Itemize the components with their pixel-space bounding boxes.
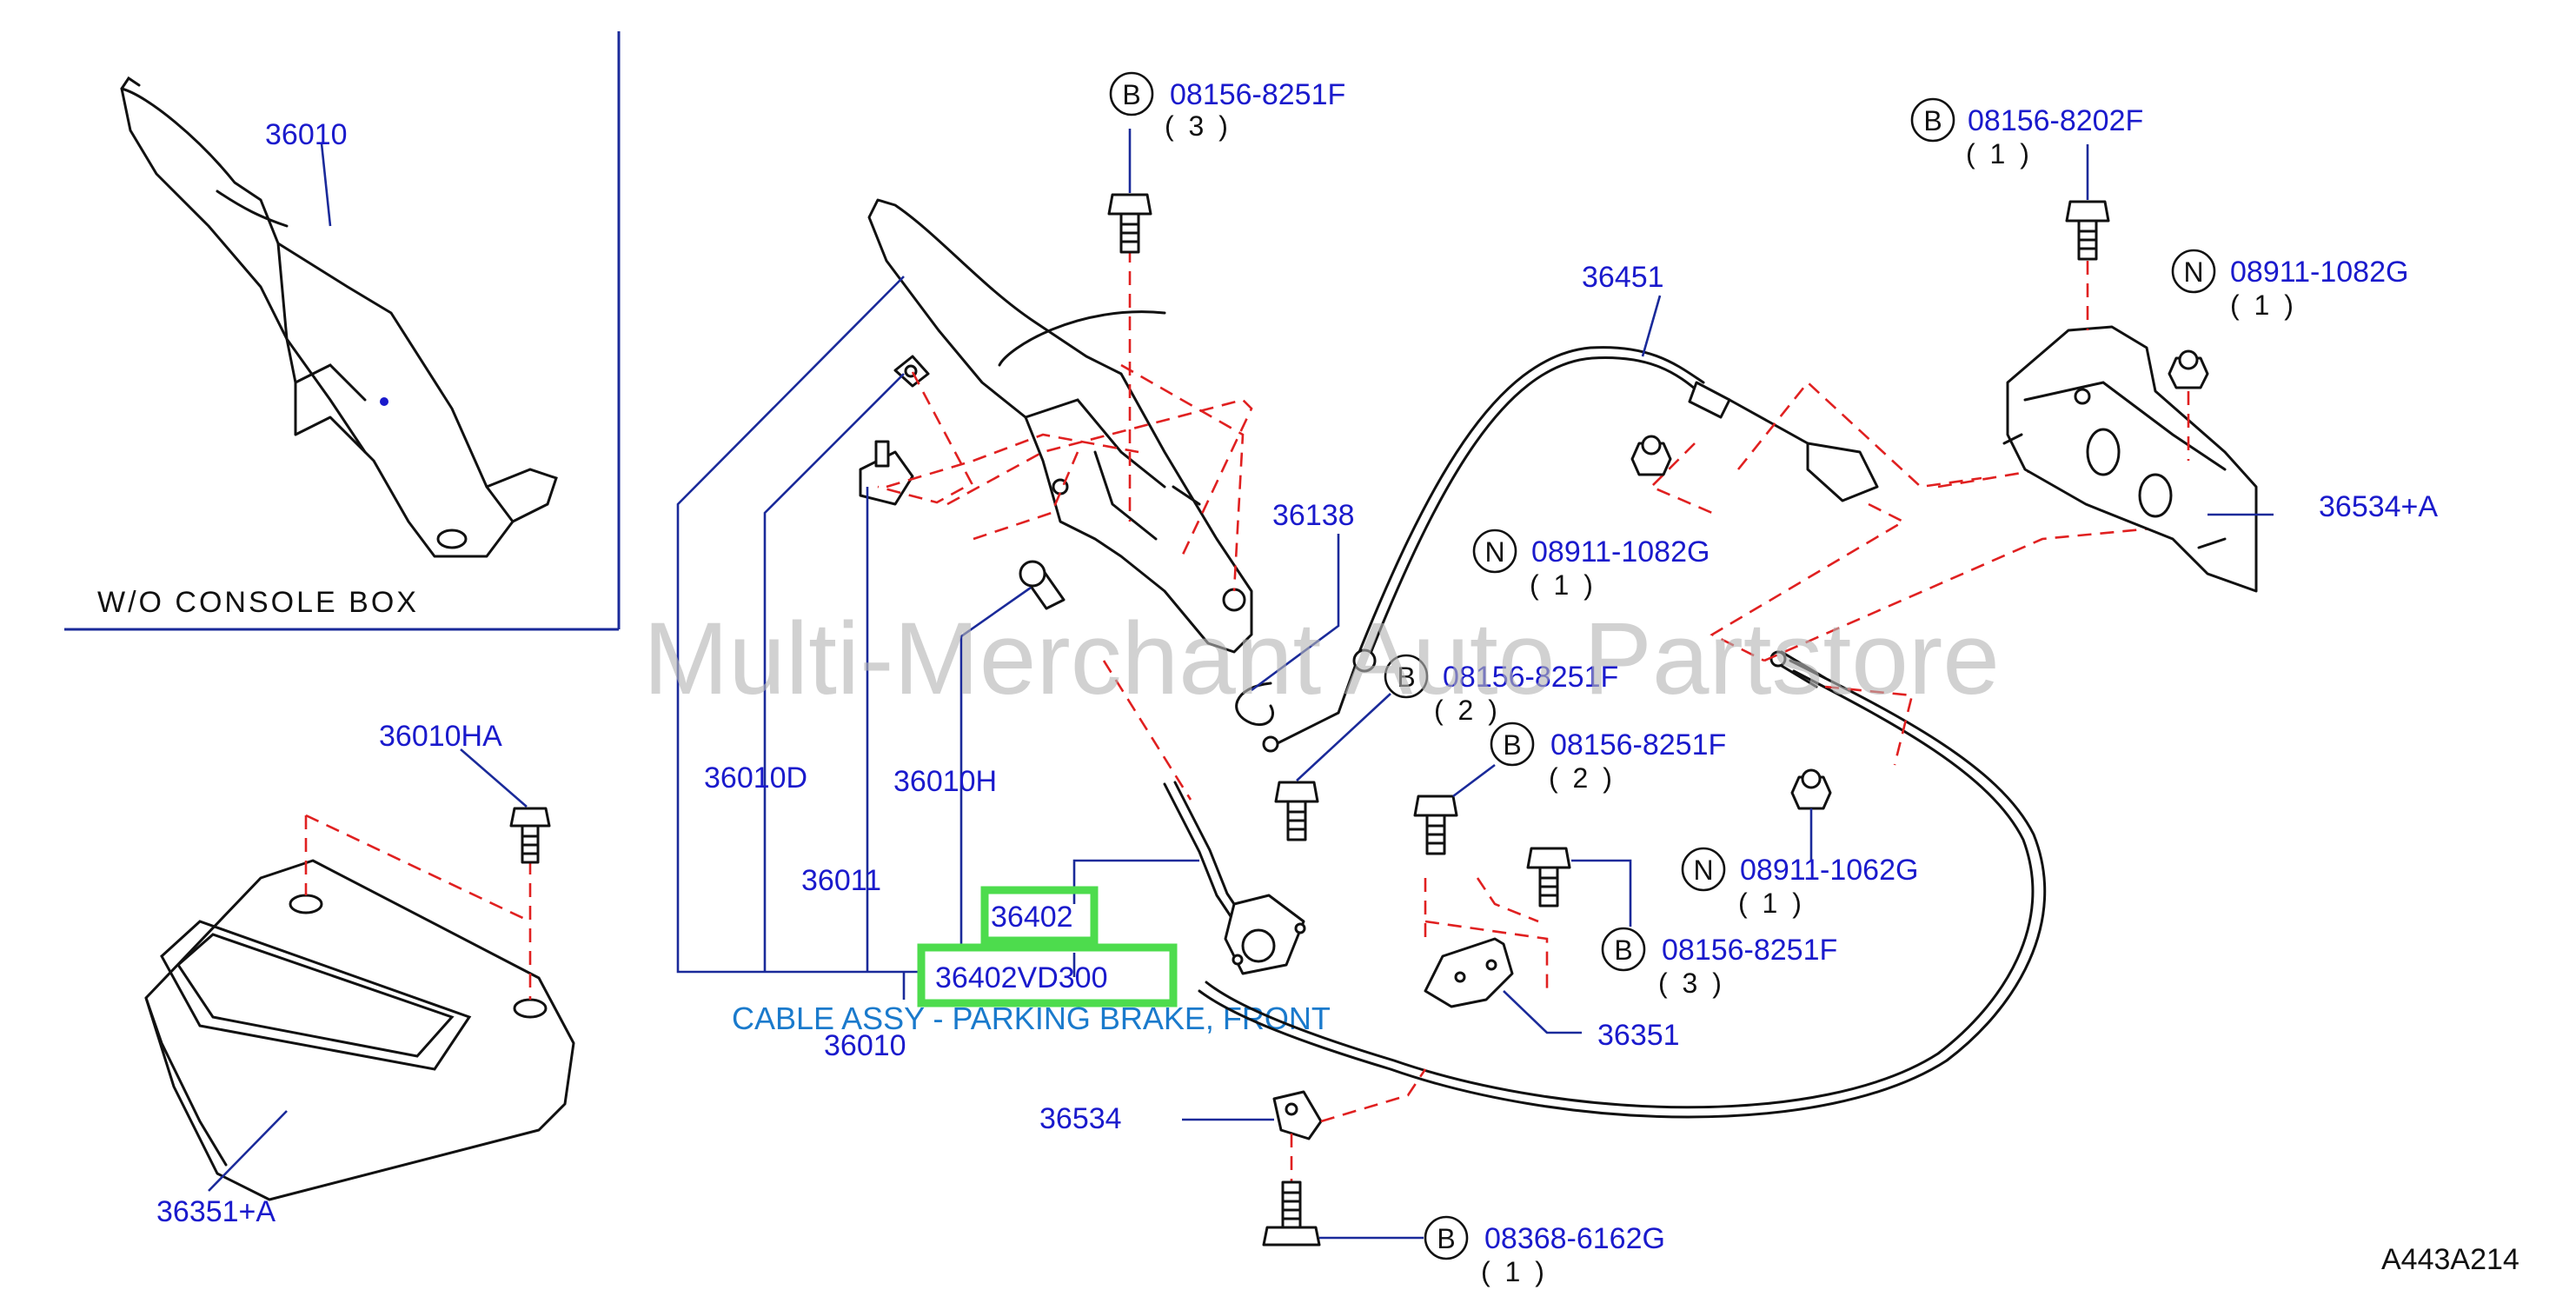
fastener-qty: ( 2 ) [1434,695,1501,726]
clip-36138 [1235,682,1274,726]
inset-frame [64,31,621,631]
bracket-36534A [2002,325,2258,593]
fastener-badge: B [1437,1223,1455,1254]
fastener-qty: ( 3 ) [1658,968,1725,999]
highlight-description: CABLE ASSY - PARKING BRAKE, FRONT [732,1001,1331,1036]
label-36351: 36351 [1597,1019,1680,1052]
rear-cable-36451 [1262,346,1879,753]
fastener-qty: ( 1 ) [1530,569,1597,601]
highlight-box-part-number [917,943,1178,1007]
label-36138: 36138 [1272,499,1355,532]
fastener-qty: ( 1 ) [1738,888,1805,919]
bolt-08156-8251F-a [1274,781,1319,841]
fastener-qty: ( 1 ) [2230,289,2297,321]
inset-label: W/O CONSOLE BOX [97,586,419,619]
fastener-badge: B [1397,662,1415,693]
fastener-part: 08156-8251F [1170,78,1345,111]
front-cable-36402 [1163,781,1306,975]
fastener-part: 08368-6162G [1484,1222,1665,1255]
console-box [144,859,575,1201]
fastener-badge: N [1484,536,1504,568]
label-36010-inset: 36010 [265,118,348,151]
bolt-08156-8202F [2065,200,2110,261]
fastener-badge: N [2183,256,2203,288]
clip-36011 [859,440,914,506]
fastener-part: 08911-1062G [1740,854,1918,887]
label-36534: 36534 [1039,1102,1122,1135]
fastener-qty: ( 2 ) [1549,762,1616,794]
highlight-part-number[interactable]: 36402VD300 [935,961,1108,994]
fastener-badge: B [1614,934,1632,966]
bolt-08156-8251F-b [1413,795,1458,855]
label-36010H: 36010H [893,765,997,798]
label-36402: 36402 [991,901,1073,934]
inset-brake-lever [120,76,558,558]
label-36351A: 36351+A [156,1195,276,1228]
fastener-part: 08911-1082G [1531,535,1710,569]
fastener-badge: N [1693,854,1713,886]
watermark: Multi-Merchant Auto Partstore [643,602,2000,716]
fastener-qty: ( 1 ) [1966,138,2033,170]
bolt-36010H [1019,560,1066,610]
fastener-part: 08156-8251F [1443,661,1618,694]
nut-08911-1062G [1790,768,1832,810]
main-brake-lever [867,198,1253,654]
fastener-qty: ( 3 ) [1165,110,1232,142]
label-36451: 36451 [1582,261,1664,294]
nut-08911-1082G-mid [1630,435,1672,476]
fastener-badge: B [1923,105,1942,136]
bracket-36534 [1272,1090,1323,1140]
fastener-part: 08156-8251F [1550,728,1726,761]
label-36534A: 36534+A [2319,490,2438,523]
diagram-code: A443A214 [2381,1243,2520,1276]
fastener-part: 08156-8202F [1968,104,2143,137]
fastener-qty: ( 1 ) [1481,1256,1548,1287]
plate-36351 [1424,937,1514,1008]
label-36011: 36011 [801,864,881,897]
label-36010HA: 36010HA [379,720,502,753]
fastener-badge: B [1122,79,1140,110]
label-36010-main: 36010 [824,1029,906,1062]
nut-08911-1082G-top [2168,349,2209,389]
rear-cable-loop [1198,650,2047,1119]
bolt-08156-8251F-top [1107,193,1152,254]
bolt-08156-8251F-c [1526,847,1571,908]
fastener-part: 08911-1082G [2230,256,2408,289]
bolt-36010HA [509,807,551,864]
bolt-08368-6162G [1262,1180,1321,1247]
label-36010D: 36010D [704,761,807,795]
fastener-part: 08156-8251F [1662,934,1837,967]
fastener-badge: B [1503,729,1521,761]
highlight-box-36402 [980,886,1099,945]
clip-36010D [893,355,930,388]
